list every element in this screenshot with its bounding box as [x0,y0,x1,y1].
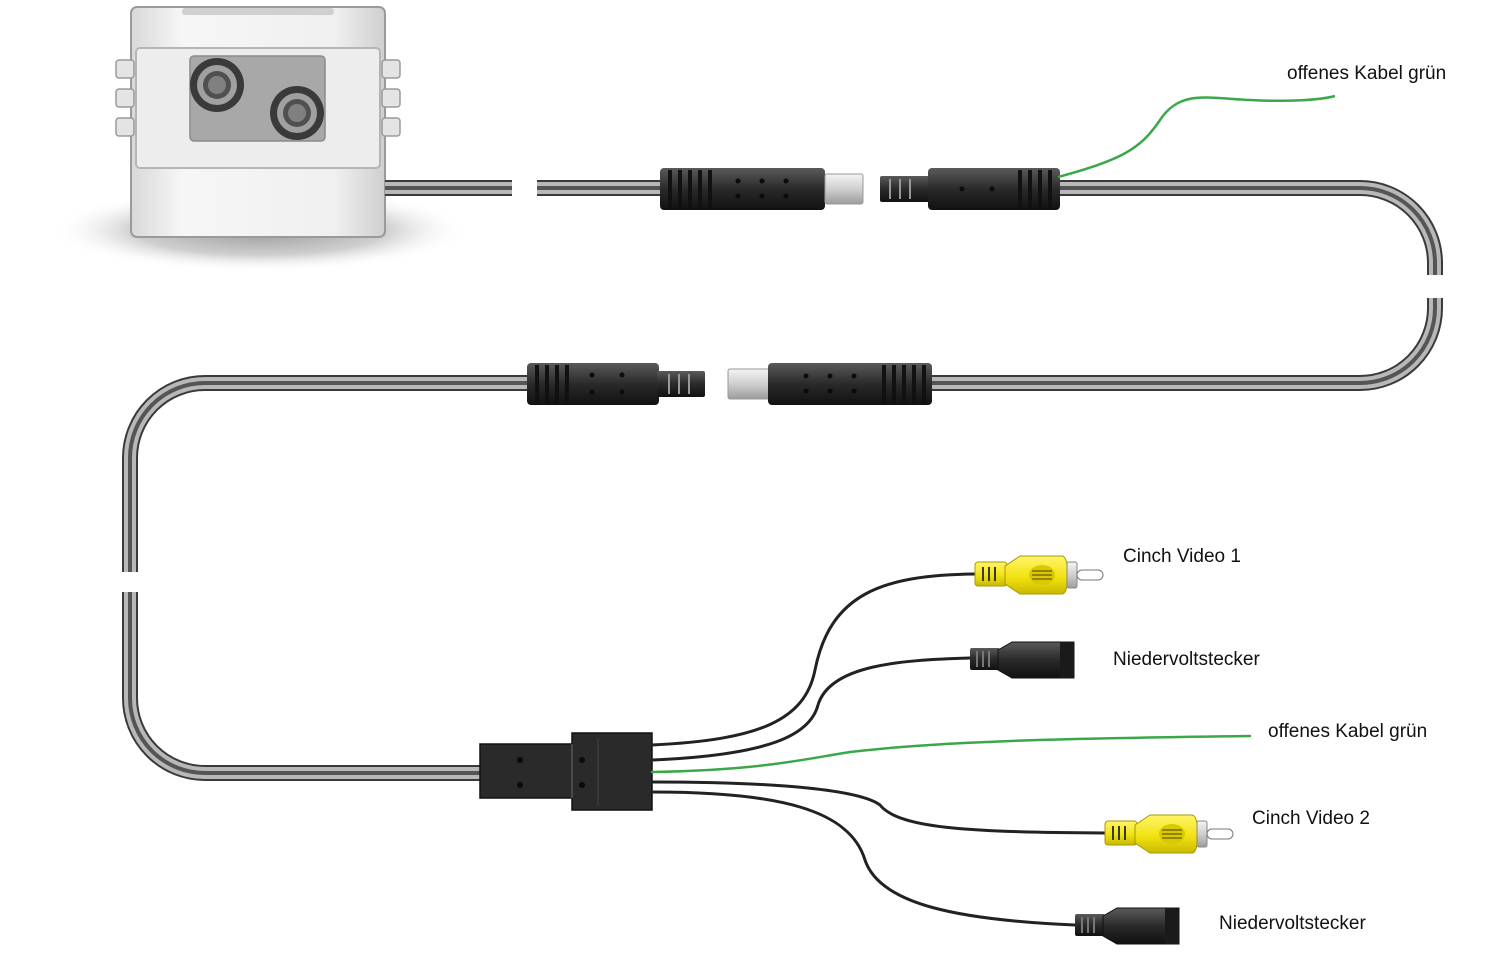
label-cinch-video-2: Cinch Video 2 [1252,808,1370,829]
camera-housing [115,6,401,238]
label-low-voltage-plug-2: Niedervoltstecker [1219,913,1366,934]
main-cable [122,180,1443,781]
connector-female-middle [727,363,932,405]
rca-plug-2 [1104,814,1234,854]
connector-male-middle [527,363,705,405]
connector-female-top [660,168,864,210]
connector-male-top [880,168,1060,210]
lens-icon [190,58,244,112]
label-green-wire-mid: offenes Kabel grün [1268,721,1428,742]
green-wire-top [1057,94,1336,179]
splitter-box [479,732,653,811]
output-wires [650,572,1252,927]
dc-jack-2 [1075,907,1180,945]
label-low-voltage-plug-1: Niedervoltstecker [1113,649,1260,670]
label-cinch-video-1: Cinch Video 1 [1123,546,1241,567]
rca-plug-1 [974,555,1104,595]
dc-jack-1 [970,641,1075,679]
label-green-wire-top: offenes Kabel grün [1287,63,1447,84]
lens-icon [270,86,324,140]
